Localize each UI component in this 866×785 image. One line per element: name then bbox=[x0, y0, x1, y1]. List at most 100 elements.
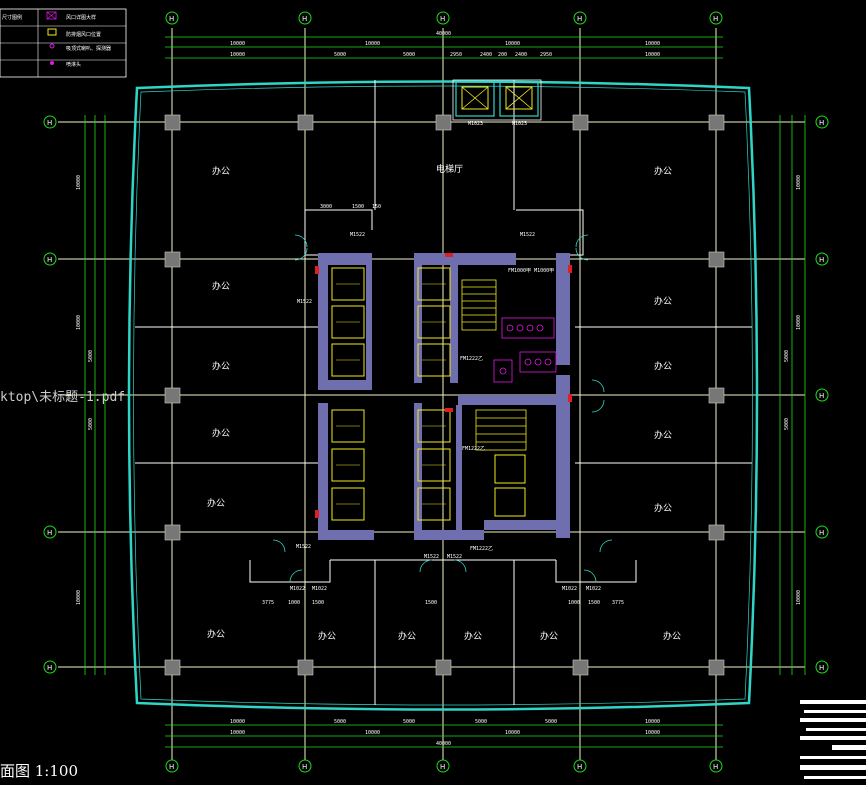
dimension-lines bbox=[84, 36, 806, 748]
dim-bot2-3: 10000 bbox=[505, 730, 520, 736]
door-tag: M1022 bbox=[312, 586, 327, 592]
dim-detail-1: 3775 bbox=[262, 600, 274, 606]
legend-row-2: 防排烟风口位置 bbox=[66, 31, 101, 38]
dim-top-1: 10000 bbox=[230, 41, 245, 47]
room-label: 办公 bbox=[212, 280, 230, 292]
dim-bot-1: 10000 bbox=[230, 719, 245, 725]
dim-top2-7: 2400 bbox=[515, 52, 527, 58]
room-label: 办公 bbox=[464, 630, 482, 642]
room-label: 办公 bbox=[318, 630, 336, 642]
grid-bubble: H bbox=[47, 119, 52, 127]
grid-bubble: H bbox=[169, 763, 174, 771]
grid-bubble: H bbox=[713, 15, 718, 23]
dim-top2-3: 5000 bbox=[403, 52, 415, 58]
grid-bubble: H bbox=[302, 763, 307, 771]
dim-right-1: 10000 bbox=[796, 175, 802, 190]
interior-partitions bbox=[135, 79, 752, 705]
grid-bubble: H bbox=[577, 15, 582, 23]
door-tag: M1522 bbox=[350, 232, 365, 238]
dim-top-3: 10000 bbox=[505, 41, 520, 47]
dim-detail-9: 1500 bbox=[352, 204, 364, 210]
pdf-path-overlay: ktop\未标题-1.pdf bbox=[0, 390, 126, 405]
dim-top2-8: 2950 bbox=[540, 52, 552, 58]
door-tag: FM1222乙 bbox=[462, 445, 485, 452]
room-label: 办公 bbox=[654, 165, 672, 177]
grid-bubble: H bbox=[819, 392, 824, 400]
dim-detail-4: 1500 bbox=[425, 600, 437, 606]
dim-right-3: 5000 bbox=[784, 350, 790, 362]
dim-top2-1: 10000 bbox=[230, 52, 245, 58]
room-label: 办公 bbox=[654, 295, 672, 307]
legend-row-1: 风口详图大样 bbox=[66, 14, 96, 21]
dim-left-3: 5000 bbox=[88, 350, 94, 362]
outer-curtain-wall bbox=[127, 80, 759, 711]
door-tag: FM1222乙 bbox=[460, 355, 483, 362]
room-label: 办公 bbox=[212, 427, 230, 439]
dim-right-2: 10000 bbox=[796, 315, 802, 330]
structural-columns bbox=[164, 114, 725, 676]
legend-duct-icon bbox=[46, 11, 57, 20]
dim-bot-6: 10000 bbox=[645, 719, 660, 725]
room-label: 办公 bbox=[663, 630, 681, 642]
room-label: 办公 bbox=[654, 360, 672, 372]
drawing-title: 面图 1:100 bbox=[0, 762, 78, 780]
door-tag: M1023 bbox=[468, 121, 483, 127]
dim-bot-3: 5000 bbox=[403, 719, 415, 725]
grid-bubble: H bbox=[302, 15, 307, 23]
room-label: 办公 bbox=[654, 429, 672, 441]
door-swings bbox=[272, 234, 613, 583]
dim-detail-6: 1500 bbox=[588, 600, 600, 606]
room-label: 电梯厅 bbox=[436, 163, 463, 175]
door-tag: M1522 bbox=[297, 299, 312, 305]
door-tag: M1023 bbox=[512, 121, 527, 127]
door-tag: M1522 bbox=[520, 232, 535, 238]
grid-bubble: H bbox=[819, 529, 824, 537]
door-tag: M1022 bbox=[290, 586, 305, 592]
dim-top-2: 10000 bbox=[365, 41, 380, 47]
dim-left-4: 5000 bbox=[88, 418, 94, 430]
door-tag: M1022 bbox=[586, 586, 601, 592]
dim-detail-3: 1500 bbox=[312, 600, 324, 606]
dim-bot2-1: 10000 bbox=[230, 730, 245, 736]
dim-bottom-total: 40000 bbox=[436, 741, 451, 747]
passenger-elevators bbox=[331, 267, 526, 521]
dim-top2-2: 5000 bbox=[334, 52, 346, 58]
dim-bot-4: 5000 bbox=[475, 719, 487, 725]
dim-right-4: 5000 bbox=[784, 418, 790, 430]
grid-bubble: H bbox=[819, 119, 824, 127]
freight-elevators bbox=[455, 81, 539, 117]
grid-bubble: H bbox=[440, 763, 445, 771]
fire-doors bbox=[315, 253, 572, 518]
dim-bot2-4: 10000 bbox=[645, 730, 660, 736]
grid-bubble: H bbox=[440, 15, 445, 23]
legend-vent-icon bbox=[47, 28, 57, 36]
svg-text:尺寸图例: 尺寸图例 bbox=[2, 14, 22, 21]
dim-top-total: 40000 bbox=[436, 31, 451, 37]
room-label: 办公 bbox=[207, 628, 225, 640]
grid-bubble: H bbox=[47, 256, 52, 264]
grid-bubble: H bbox=[47, 664, 52, 672]
door-tag: FM1000甲 M1000甲 bbox=[508, 268, 554, 274]
dim-detail-2: 1000 bbox=[288, 600, 300, 606]
door-tag: M1522 bbox=[296, 544, 311, 550]
stairs bbox=[461, 279, 527, 451]
grid-bubbles: H H H H H H H H H H H H H H H H H H H bbox=[43, 11, 829, 773]
room-labels: 办公 电梯厅 办公 办公 办公 办公 办公 办公 办公 办公 办公 办公 办公 … bbox=[207, 163, 681, 642]
grid-bubble: H bbox=[577, 763, 582, 771]
grid-bubble: H bbox=[47, 529, 52, 537]
dim-bot2-2: 10000 bbox=[365, 730, 380, 736]
title-block bbox=[800, 700, 866, 779]
dim-left-2: 10000 bbox=[76, 315, 82, 330]
room-label: 办公 bbox=[540, 630, 558, 642]
door-tag: M1522 bbox=[447, 554, 462, 560]
dim-top2-6: 200 bbox=[498, 52, 507, 58]
dim-detail-7: 3775 bbox=[612, 600, 624, 606]
door-tag: M1022 bbox=[562, 586, 577, 592]
grid-bubble: H bbox=[819, 664, 824, 672]
legend-row-3: 吸顶式喇叭、探测器 bbox=[66, 45, 111, 52]
dim-left-1: 10000 bbox=[76, 175, 82, 190]
legend-row-4: 喷淋头 bbox=[66, 61, 81, 68]
legend-sprinkler-icon bbox=[50, 61, 54, 65]
grid-bubble: H bbox=[169, 15, 174, 23]
